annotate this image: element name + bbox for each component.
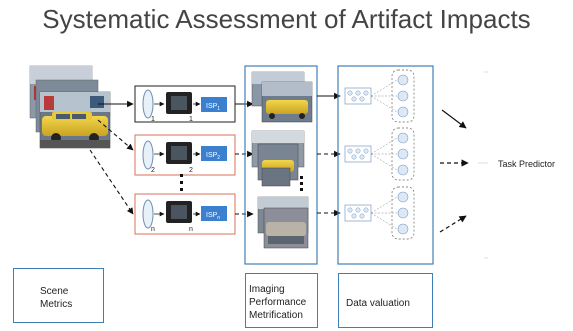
network-node [347,148,353,154]
predictor-bracket [478,71,488,259]
network-node [355,148,361,154]
network-icon [344,127,415,181]
lens-icon [142,199,154,229]
sensor-index-2: 2 [189,167,193,174]
caption-line: Scene [40,286,69,297]
sensor-index-n: n [189,226,193,233]
network-node [397,106,409,118]
output-arrow-dashed [439,215,467,233]
scene-image-stack [29,65,111,149]
caption-line: Metrics [40,299,73,310]
scene-metrics-box [13,268,104,323]
output-layer-box [391,69,415,123]
pipeline-box-2 [134,134,236,176]
network-node [397,191,409,203]
imaging-performance-caption: Imaging Performance Metrification [249,283,306,322]
network-node [347,207,353,213]
network-node [397,74,409,86]
isp-label-2: ISP2 [206,152,220,161]
index-labels: 1 1 2 2 n n [151,116,193,233]
network-edge [370,95,398,113]
network-node [359,96,365,102]
sensor-index-1: 1 [189,116,193,123]
network-icons [344,69,415,240]
network-node [363,148,369,154]
isp-block-n [201,206,227,221]
data-valuation-caption: Data valuation [346,298,410,309]
imaging-to-valuation-arrows [317,92,341,217]
scene-metrics-caption: Scene Metrics [40,285,72,311]
isp-block-2 [201,146,227,161]
sensors [166,92,192,223]
output-arrow-solid [441,109,467,129]
lens-index-n: n [151,226,155,233]
caption-line: Performance [249,297,307,308]
input-layer-box [344,204,372,222]
output-layer-box [391,127,415,181]
network-edge [370,196,398,214]
isp-block-1 [201,97,227,112]
lens-index-1: 1 [151,116,155,123]
network-icon [344,69,415,123]
network-node [355,90,361,96]
network-node [359,154,365,160]
inner-arrows [154,101,201,217]
network-node [397,90,409,102]
arrow-dashed [89,149,134,215]
imaging-panel-ellipsis [300,176,303,191]
isp-blocks [201,97,227,221]
imaging-panel-photos [251,71,313,249]
network-edge [370,79,398,97]
data-valuation-panel [337,65,434,265]
isp-label-n: ISPn [206,212,220,221]
caption-line: Metrification [249,310,303,321]
lenses [142,89,154,229]
output-layer-box [391,186,415,240]
data-valuation-box [338,273,433,328]
lens-index-2: 2 [151,167,155,174]
slide-title: Systematic Assessment of Artifact Impact… [42,4,531,34]
network-edge [370,153,398,171]
network-node [359,213,365,219]
scene-to-pipeline-arrows [89,100,134,215]
pipeline-ellipsis [180,174,183,191]
network-node [397,148,409,160]
network-edge [370,212,398,230]
network-node [347,90,353,96]
pipeline-to-imaging-arrows [235,100,254,218]
lens-icon [142,89,154,119]
network-node [351,213,357,219]
arrow-dashed [97,119,134,151]
network-node [363,207,369,213]
network-node [397,164,409,176]
network-node [351,154,357,160]
input-layer-box [344,145,372,163]
output-arrows [439,109,469,233]
isp-labels: ISP1 ISP2 ISPn [206,103,220,221]
caption-line: Imaging [249,284,285,295]
imaging-performance-box [245,273,318,328]
imaging-panel [244,65,318,265]
lens-icon [142,140,154,170]
network-icon [344,186,415,240]
network-node [351,96,357,102]
network-node [355,207,361,213]
task-predictor-label: Task Predictor [498,159,555,169]
network-edge [370,137,398,155]
network-node [363,90,369,96]
input-layer-box [344,87,372,105]
network-node [397,132,409,144]
network-node [397,223,409,235]
network-node [397,207,409,219]
isp-label-1: ISP1 [206,103,220,112]
